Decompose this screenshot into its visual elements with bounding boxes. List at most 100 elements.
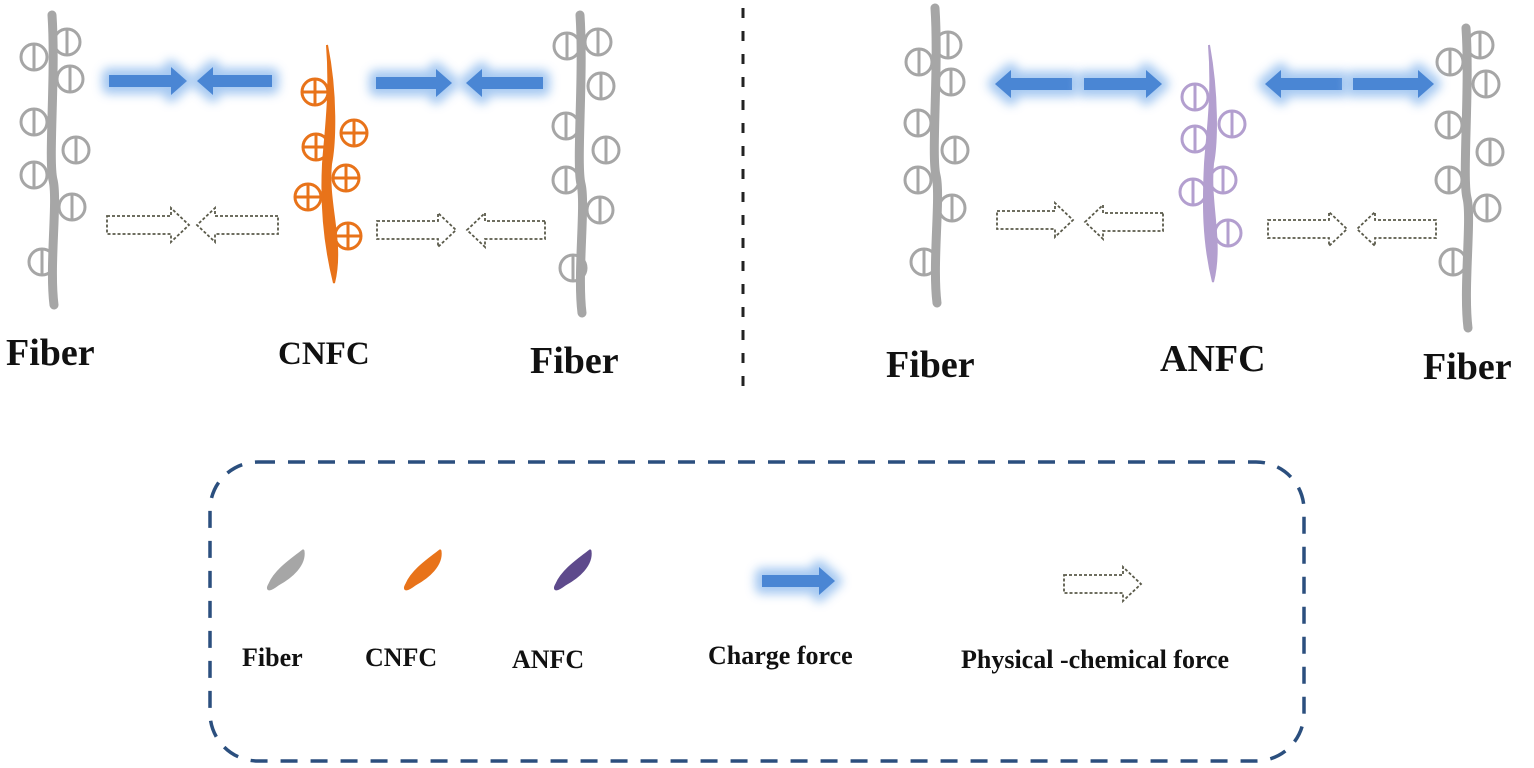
negative-charge-icon — [551, 111, 581, 141]
cnfc-icon — [403, 549, 442, 591]
label-cnfc: CNFC — [278, 336, 370, 372]
arrow-outline — [465, 210, 546, 250]
charge-arrow-repel-3 — [1258, 63, 1349, 105]
negative-charge-icon — [1475, 137, 1505, 167]
legend-label-anfc: ANFC — [512, 645, 585, 674]
legend-label-physical-chemical-force: Physical -chemical force — [961, 645, 1230, 674]
fibril-body — [1202, 44, 1218, 283]
charge-arrow-repel-2 — [1077, 63, 1169, 105]
legend-label-charge-force: Charge force — [708, 641, 853, 670]
positive-charge-icon — [333, 221, 363, 251]
negative-charge-icon — [1434, 165, 1464, 195]
charge-arrow-attract-4 — [459, 62, 550, 104]
fiber-icon — [266, 549, 305, 591]
positive-charge-icon — [293, 182, 323, 212]
arrow-outline — [1063, 564, 1143, 604]
negative-charge-icon — [1434, 110, 1464, 140]
physchem-arrow-7 — [1267, 209, 1349, 249]
negative-charge-icon — [552, 31, 582, 61]
arrow-body — [762, 567, 835, 595]
physical-chemical-force-arrow-icon — [1063, 564, 1143, 604]
legend-label-fiber: Fiber — [242, 643, 303, 672]
negative-charge-icon — [903, 108, 933, 138]
cnfc-fibril — [293, 44, 369, 284]
negative-charge-icon — [52, 27, 82, 57]
anfc-icon — [553, 549, 592, 591]
physchem-arrow-5 — [996, 200, 1075, 240]
physchem-arrow-4 — [465, 210, 546, 250]
negative-charge-icon — [1472, 193, 1502, 223]
physchem-arrow-3 — [376, 210, 458, 250]
fiber-left-2 — [903, 3, 970, 308]
negative-charge-icon — [904, 47, 934, 77]
fiber-stem — [929, 3, 943, 308]
arrow-outline — [376, 210, 458, 250]
negative-charge-icon — [19, 107, 49, 137]
legend-label-cnfc: CNFC — [365, 643, 438, 672]
arrow-body — [197, 67, 272, 95]
arrow-body — [1084, 70, 1162, 98]
label-right-fiber-1: Fiber — [530, 340, 619, 382]
legend-box — [208, 460, 1306, 763]
charge-arrow-attract-3 — [369, 62, 459, 104]
label-anfc: ANFC — [1160, 338, 1266, 380]
arrow-outline — [1355, 209, 1437, 249]
fibril-body — [321, 44, 339, 284]
fiber-stem — [1460, 23, 1474, 333]
arrow-body — [109, 67, 187, 95]
arrow-body — [376, 69, 452, 97]
arrow-outline — [195, 205, 279, 245]
negative-charge-icon — [1471, 69, 1501, 99]
arrow-body — [1353, 70, 1434, 98]
negative-charge-icon — [937, 193, 967, 223]
negative-charge-icon — [591, 135, 621, 165]
physchem-arrow-8 — [1355, 209, 1437, 249]
anfc-fibril — [1178, 44, 1247, 283]
fiber-stem — [46, 10, 60, 310]
fiber-stem — [574, 10, 588, 318]
label-left-fiber-2: Fiber — [886, 344, 975, 386]
negative-charge-icon — [936, 67, 966, 97]
negative-charge-icon — [903, 165, 933, 195]
arrow-outline — [106, 205, 191, 245]
negative-charge-icon — [1438, 247, 1468, 277]
arrow-outline — [1267, 209, 1349, 249]
physchem-arrow-1 — [106, 205, 191, 245]
negative-charge-icon — [19, 160, 49, 190]
negative-charge-icon — [57, 192, 87, 222]
arrow-body — [466, 69, 543, 97]
negative-charge-icon — [583, 27, 613, 57]
fiber-left-1 — [19, 10, 91, 310]
negative-charge-icon — [19, 42, 49, 72]
charge-arrow-repel-1 — [988, 63, 1079, 105]
charge-arrow-repel-4 — [1346, 63, 1441, 105]
negative-charge-icon — [1180, 82, 1210, 112]
negative-charge-icon — [586, 71, 616, 101]
negative-charge-icon — [55, 64, 85, 94]
fiber-right-2 — [1434, 23, 1505, 333]
positive-charge-icon — [339, 118, 369, 148]
arrow-outline — [996, 200, 1075, 240]
negative-charge-icon — [1217, 109, 1247, 139]
positive-charge-icon — [331, 163, 361, 193]
arrow-outline — [1083, 202, 1164, 242]
physchem-arrow-2 — [195, 205, 279, 245]
positive-charge-icon — [300, 77, 330, 107]
charge-force-arrow-icon — [755, 560, 842, 602]
negative-charge-icon — [1180, 124, 1210, 154]
negative-charge-icon — [585, 195, 615, 225]
negative-charge-icon — [1208, 165, 1238, 195]
negative-charge-icon — [1213, 218, 1243, 248]
label-left-fiber-1: Fiber — [6, 332, 95, 374]
negative-charge-icon — [940, 135, 970, 165]
arrow-body — [995, 70, 1072, 98]
arrow-body — [1265, 70, 1342, 98]
negative-charge-icon — [1178, 177, 1208, 207]
charge-arrow-attract-2 — [190, 60, 279, 102]
physchem-arrow-6 — [1083, 202, 1164, 242]
charge-arrow-attract-1 — [102, 60, 194, 102]
negative-charge-icon — [61, 135, 91, 165]
negative-charge-icon — [551, 165, 581, 195]
fiber-right-1 — [551, 10, 621, 318]
